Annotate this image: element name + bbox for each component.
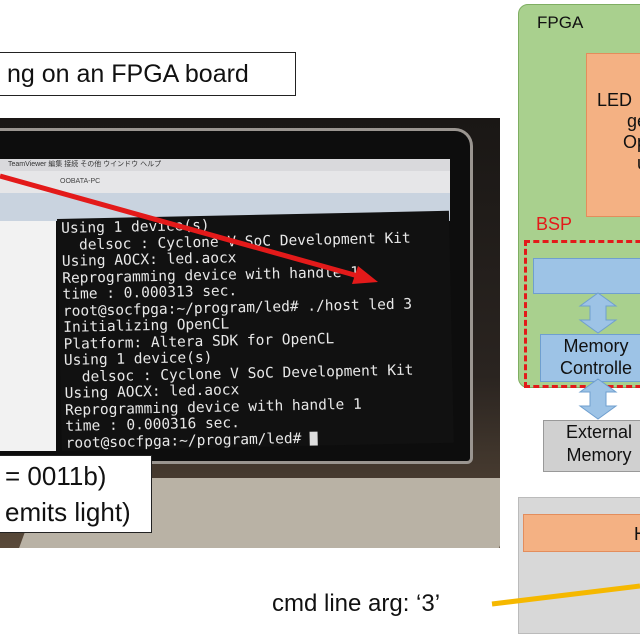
kernel-text: ge (627, 111, 640, 131)
led-callout-line: emits light) (5, 497, 131, 527)
extmem-text: External (565, 422, 633, 442)
kernel-text: Op (623, 132, 640, 152)
bsp-label: BSP (536, 214, 573, 234)
yellow-line (491, 583, 640, 607)
interconnect-block (533, 258, 640, 294)
cmd-arg-label: cmd line arg: ‘3’ (272, 590, 441, 617)
led-callout: = 0011b) emits light) (0, 455, 152, 533)
host-program-block: H (523, 514, 640, 552)
red-arrow (0, 173, 378, 284)
fpga-label: FPGA (537, 13, 584, 32)
kernel-block: LED ge Op u (586, 53, 640, 217)
teamviewer-toolbar: OOBATA-PC (0, 171, 450, 193)
double-arrow-icon (578, 292, 618, 334)
window-title: OOBATA-PC (60, 178, 101, 185)
memctrl-text: Memory (563, 336, 629, 356)
led-callout-line: = 0011b) (5, 461, 107, 491)
mac-menubar: TeamViewer 編集 接続 その他 ウインドウ ヘルプ (0, 159, 450, 171)
double-arrow-icon (578, 378, 618, 420)
bsp-region (524, 240, 640, 388)
session-sidebar (0, 221, 56, 451)
external-memory-block: External Memory (543, 420, 640, 472)
laptop-photo: TeamViewer 編集 接続 その他 ウインドウ ヘルプ OOBATA-PC… (0, 118, 500, 548)
memory-controller-block: Memory Controlle (540, 334, 640, 382)
kernel-text: u (587, 153, 640, 174)
kernel-text: LED (597, 90, 633, 110)
extmem-text: Memory (566, 445, 632, 465)
memctrl-text: Controlle (559, 358, 633, 378)
title-callout: ng on an FPGA board (0, 52, 296, 96)
